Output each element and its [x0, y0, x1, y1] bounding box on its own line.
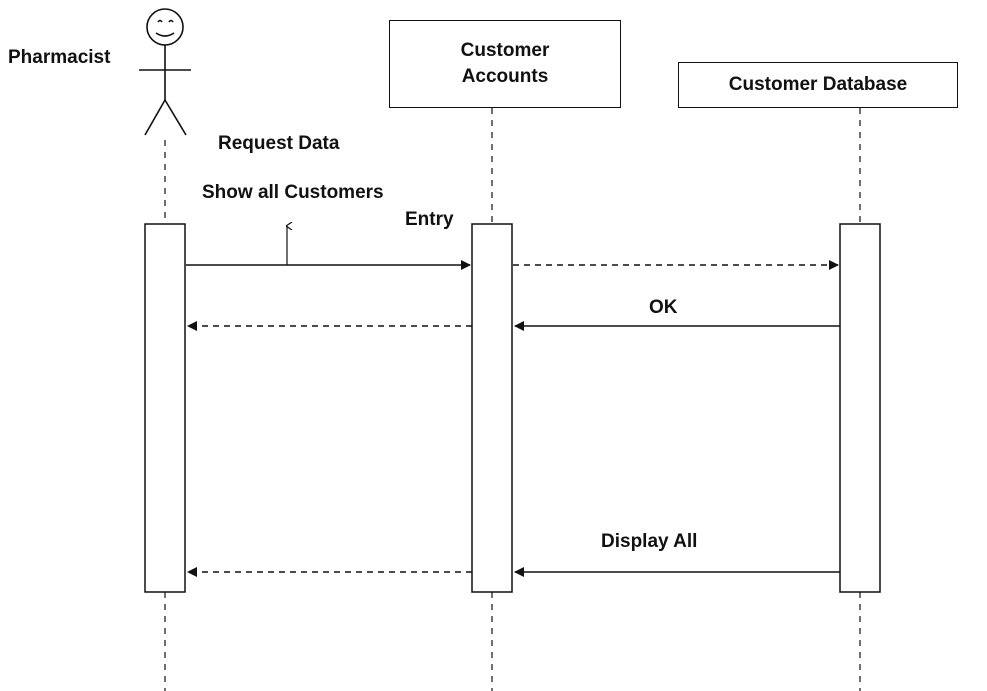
- message-label-ok: OK: [649, 297, 678, 318]
- message-label-display-all: Display All: [601, 531, 698, 552]
- activation-bar-database: [839, 223, 881, 593]
- lifelines: [164, 108, 861, 691]
- message-label-entry: Entry: [405, 209, 454, 230]
- participant-customer-accounts: Customer Accounts: [389, 20, 621, 108]
- actor-label: Pharmacist: [8, 47, 111, 68]
- participant-accounts-line2: Accounts: [461, 66, 549, 87]
- participant-customer-database: Customer Database: [678, 62, 958, 108]
- activation-bar-pharmacist: [144, 223, 186, 593]
- message-label-show-all-customers: Show all Customers: [202, 182, 384, 203]
- participant-database-label: Customer Database: [728, 74, 908, 95]
- actor-stick-figure-icon: [139, 8, 191, 136]
- activation-bar-accounts: [471, 223, 513, 593]
- message-label-request-data: Request Data: [218, 133, 340, 154]
- participant-accounts-line1: Customer: [460, 40, 550, 61]
